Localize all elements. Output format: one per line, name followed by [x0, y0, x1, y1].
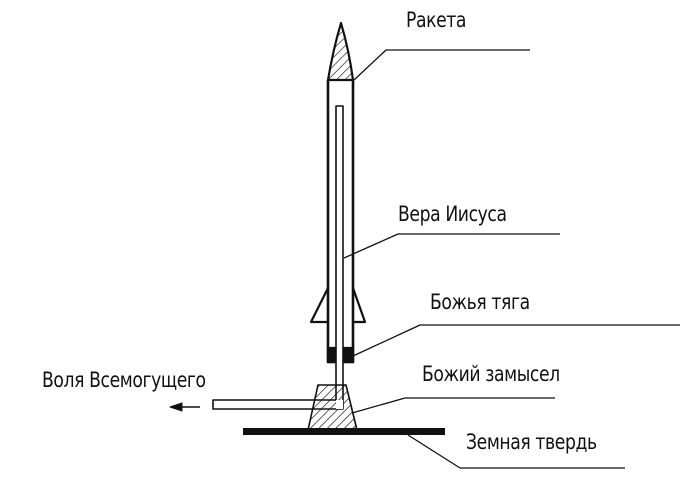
leader-plan: [351, 397, 555, 414]
label-will: Воля Всемогущего: [42, 368, 206, 392]
label-plan: Божий замысел: [422, 362, 560, 386]
label-thrust: Божья тяга: [430, 290, 530, 314]
leader-rocket: [353, 49, 530, 81]
label-faith: Вера Иисуса: [398, 202, 507, 226]
faith-tube: [212, 105, 344, 410]
leader-ground: [407, 434, 625, 469]
nozzle-right: [342, 346, 355, 364]
rocket-fin-right: [351, 287, 367, 324]
nozzle-left: [326, 346, 338, 364]
launch-base: [307, 384, 358, 431]
leader-faith: [343, 233, 560, 259]
leader-thrust: [352, 324, 680, 357]
rocket-fin-left: [309, 287, 329, 324]
ground-plate: [243, 428, 445, 435]
rocket-nose: [326, 21, 355, 82]
label-rocket: Ракета: [406, 8, 467, 32]
label-ground: Земная твердь: [466, 430, 597, 454]
